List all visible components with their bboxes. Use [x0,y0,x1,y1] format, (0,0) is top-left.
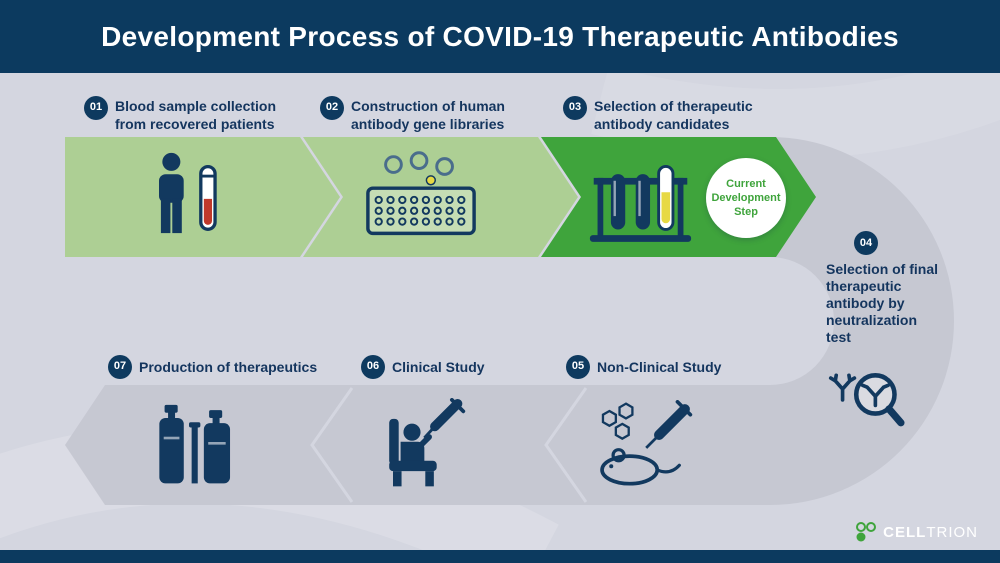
badge-line-3: Step [734,206,758,219]
step-05-label: Non-Clinical Study [597,359,722,375]
logo-text-cell: CELL [883,523,927,541]
non-clinical-mouse-syringe-icon [578,400,696,492]
step-07-label-group: 07 Production of therapeutics [108,355,317,379]
step-01-number-badge: 01 [84,96,108,120]
step-04-label-group: 04 Selection of final therapeutic antibo… [826,231,942,346]
step-02-number-badge: 02 [320,96,344,120]
celltrion-logo: CELLTRION [854,521,978,543]
celltrion-wordmark: CELLTRION [883,524,978,541]
current-step-badge: Current Development Step [706,158,786,238]
badge-line-2: Development [711,191,781,204]
test-tube-rack-icon [588,147,693,247]
header-bar: Development Process of COVID-19 Therapeu… [0,0,1000,73]
step-01-label: Blood sample collection from recovered p… [115,98,277,132]
step-04-number-badge: 04 [854,231,878,255]
step-05-number-badge: 05 [566,355,590,379]
step-03-label: Selection of therapeutic antibody candid… [594,98,753,132]
step-04-label: Selection of final therapeutic antibody … [826,261,939,346]
page-title: Development Process of COVID-19 Therapeu… [101,20,899,52]
step-07-label: Production of therapeutics [139,359,318,375]
step-03-number-badge: 03 [563,96,587,120]
footer-bar [0,550,1000,563]
step-06-number-badge: 06 [361,355,385,379]
clinical-study-patient-chair-icon [374,398,469,493]
step-06-label: Clinical Study [392,359,485,375]
step-01-label-group: 01 Blood sample collection from recovere… [84,96,287,133]
step-05-label-group: 05 Non-Clinical Study [566,355,721,379]
background-swirl [591,44,1000,159]
step-07-number-badge: 07 [108,355,132,379]
step-02-label: Construction of human antibody gene libr… [351,98,505,132]
celltrion-logo-icon [856,522,877,542]
step-06-label-group: 06 Clinical Study [361,355,485,379]
band-separator-chevron [544,387,588,503]
logo-text-trion: TRION [926,523,978,541]
band-separator-chevron [310,387,354,503]
antibody-gene-library-plate-icon [362,150,480,245]
blood-sample-patient-icon [140,148,235,246]
badge-line-1: Current [726,177,766,190]
step-03-label-group: 03 Selection of therapeutic antibody can… [563,96,762,133]
step-02-label-group: 02 Construction of human antibody gene l… [320,96,519,133]
therapeutics-production-bottles-icon [148,398,244,492]
antibody-neutralization-magnifier-icon [828,350,910,438]
gray-flow-band [65,137,954,505]
